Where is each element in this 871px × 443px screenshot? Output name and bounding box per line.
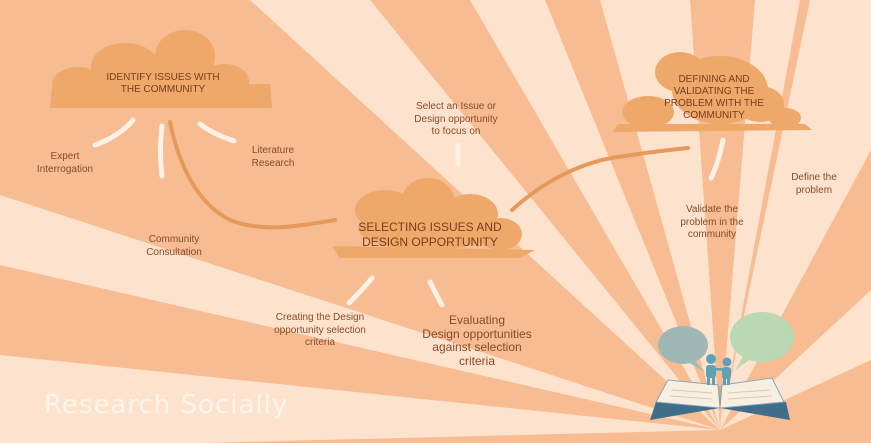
label-define-problem: Define the problem — [791, 172, 837, 196]
cloud-selecting — [332, 178, 535, 258]
people-icon — [706, 354, 732, 385]
cloud-label-identify: IDENTIFY ISSUES WITH THE COMMUNITY — [106, 72, 220, 95]
stroke-ticks — [92, 117, 726, 308]
cloud-label-defining: DEFINING AND VALIDATING THE PROBLEM WITH… — [664, 74, 764, 121]
label-community-consultation: Community Consultation — [146, 234, 202, 258]
label-select-issue: Select an Issue or Design opportunity to… — [414, 101, 498, 137]
label-validate-problem: Validate the problem in the community — [680, 204, 744, 240]
cloud-identify — [50, 30, 272, 108]
label-evaluating-opportunities: Evaluating Design opportunities against … — [422, 313, 532, 368]
connector-identify-to-selecting — [168, 120, 337, 230]
label-literature-research: Literature Research — [251, 145, 295, 169]
label-expert-interrogation: Expert Interrogation — [36, 151, 94, 175]
connectors — [168, 120, 690, 230]
speech-bubble-icon — [658, 312, 794, 372]
open-book-icon — [650, 377, 790, 420]
label-creating-criteria: Creating the Design opportunity selectio… — [274, 312, 366, 348]
cloud-defining — [612, 52, 812, 132]
connector-selecting-to-defining — [510, 146, 690, 212]
page-title: Research Socially — [44, 390, 289, 420]
cloud-label-selecting: SELECTING ISSUES AND DESIGN OPPORTUNITY — [358, 220, 502, 249]
